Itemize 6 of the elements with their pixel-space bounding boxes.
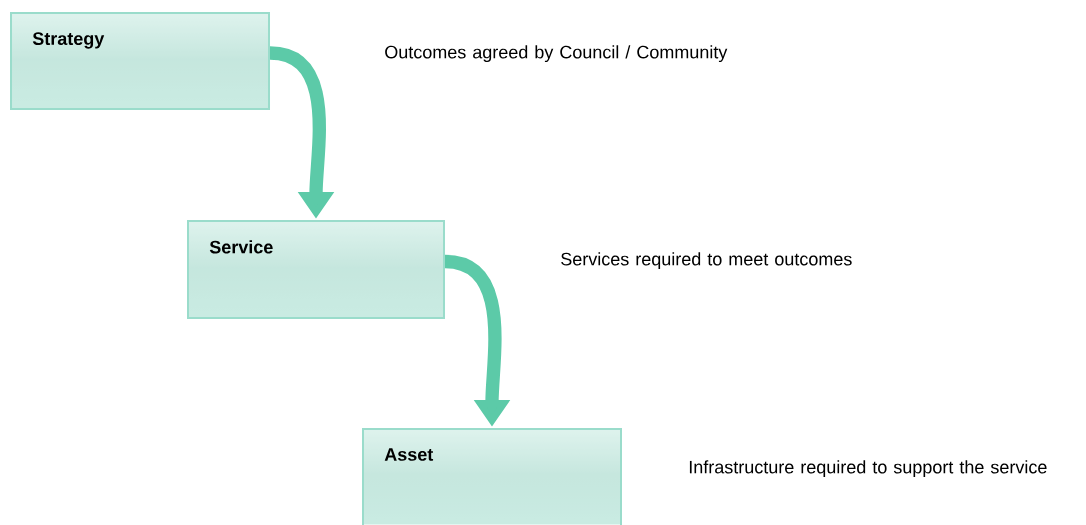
process-box: Asset: [362, 428, 622, 525]
description-text: Infrastructure required to support the service: [689, 460, 1047, 478]
description-text: Services required to meet outcomes: [561, 252, 852, 270]
description-text: Outcomes agreed by Council / Community: [385, 45, 728, 63]
process-box: Strategy: [10, 12, 270, 110]
process-box: Service: [187, 220, 445, 320]
